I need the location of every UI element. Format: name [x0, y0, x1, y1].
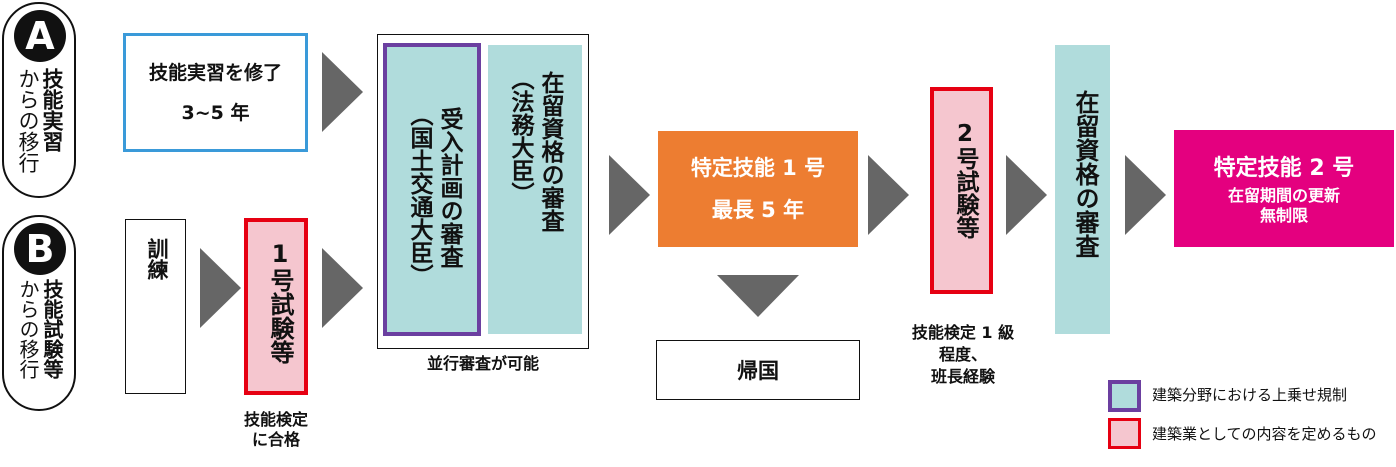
- exam2-box: 2号試験等: [930, 87, 993, 294]
- route-b-line1: 技能試験等: [40, 279, 64, 379]
- arrow-right-icon: [322, 52, 363, 132]
- badge-a: A: [14, 10, 66, 62]
- route-b-line2: からの移行: [16, 279, 40, 379]
- parallel-review-caption: 並行審査が可能: [426, 354, 539, 373]
- return-home-box: 帰国: [656, 340, 860, 400]
- training-years-label: 3~5 年: [181, 101, 250, 124]
- ssw2-renewal: 在留期間の更新: [1227, 185, 1340, 205]
- exam2-label: 2号試験等: [952, 121, 978, 239]
- exam1-box: 1号試験等: [244, 218, 308, 395]
- arrow-right-icon: [609, 155, 650, 235]
- exam2-caption: 技能検定 1 級 程度、 班長経験: [893, 322, 1033, 388]
- residence-review-b-label: 在留資格の審査: [1071, 90, 1099, 258]
- residence-review-label: 在留資格の審査: [537, 71, 563, 232]
- ssw1-duration: 最長 5 年: [711, 198, 805, 222]
- residence-review-box-a: 在留資格の審査 （法務大臣）: [488, 45, 582, 334]
- ssw2-unlimited: 無制限: [1259, 205, 1308, 225]
- ssw1-title: 特定技能 1 号: [690, 156, 826, 180]
- arrow-right-icon: [868, 155, 909, 235]
- training-complete-label: 技能実習を修了: [148, 61, 282, 84]
- badge-b: B: [14, 223, 66, 275]
- ssw2-box: 特定技能 2 号 在留期間の更新 無制限: [1174, 130, 1394, 247]
- arrow-right-icon: [1006, 155, 1047, 235]
- legend-label: 建築業としての内容を定めるもの: [1152, 425, 1377, 443]
- ssw2-title: 特定技能 2 号: [1213, 155, 1355, 181]
- route-a-line2: からの移行: [16, 68, 40, 173]
- training-complete-box: 技能実習を修了 3~5 年: [123, 33, 308, 152]
- route-a-line1: 技能実習: [40, 68, 64, 152]
- arrow-right-icon: [200, 248, 241, 328]
- arrow-down-icon: [717, 275, 799, 317]
- parallel-review-group: [377, 34, 589, 349]
- arrow-right-icon: [1125, 155, 1166, 235]
- residence-review-ministry: （法務大臣）: [507, 67, 533, 205]
- route-a-label: A 技能実習 からの移行: [2, 2, 76, 198]
- caption-line: 程度、: [938, 345, 987, 364]
- legend-swatch-red: [1108, 418, 1141, 449]
- acceptance-plan-review-box: 受入計画の審査 （国土交通大臣）: [383, 43, 481, 336]
- acceptance-review-ministry: （国土交通大臣）: [406, 103, 432, 287]
- ssw1-box: 特定技能 1 号 最長 5 年: [658, 131, 858, 247]
- legend-swatch-purple: [1108, 380, 1141, 412]
- arrow-right-icon: [322, 248, 363, 328]
- return-home-label: 帰国: [737, 359, 779, 383]
- caption-line: 技能検定: [243, 410, 308, 429]
- acceptance-review-label: 受入計画の審査: [436, 107, 462, 268]
- caption-line: 班長経験: [930, 367, 995, 386]
- caption-line: に合格: [251, 430, 300, 449]
- route-b-label: B 技能試験等 からの移行: [2, 215, 76, 411]
- training-label: 訓練: [145, 238, 169, 280]
- caption-line: 技能検定 1 級: [911, 323, 1015, 342]
- residence-review-box-b: 在留資格の審査: [1055, 45, 1110, 334]
- exam1-caption: 技能検定 に合格: [216, 410, 336, 450]
- training-box: 訓練: [125, 219, 186, 394]
- exam1-label: 1号試験等: [266, 240, 294, 364]
- legend-label: 建築分野における上乗せ規制: [1152, 386, 1348, 404]
